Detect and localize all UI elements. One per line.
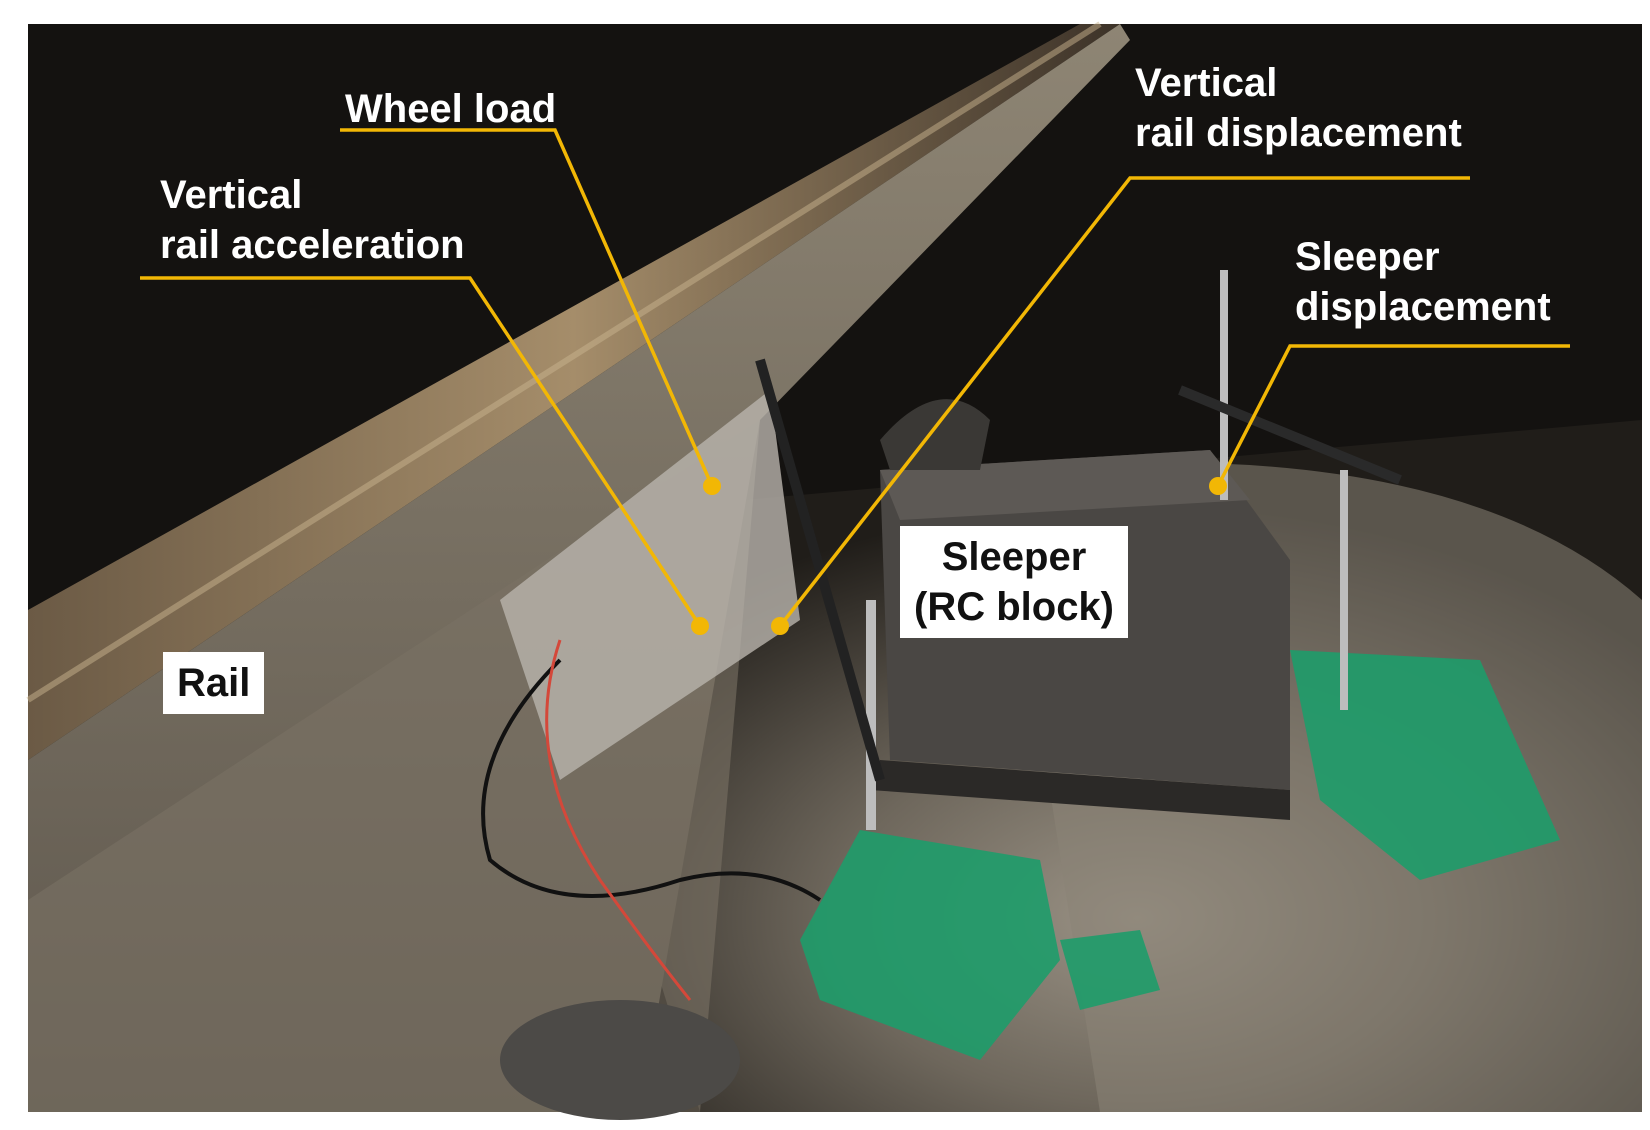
marker-dots [691,477,1227,635]
label-sleeper-line2: (RC block) [914,585,1114,629]
label-rail-acceleration-line1: Vertical [160,173,303,217]
marker-rail-acceleration [691,617,709,635]
leader-rail-displacement [778,176,1470,628]
marker-rail-displacement [771,617,789,635]
label-rail-displacement-line2: rail displacement [1135,111,1462,155]
bolt-foreground [500,1000,740,1120]
label-vertical-rail-acceleration: Vertical rail acceleration [160,170,465,270]
leader-rail-acceleration [140,276,702,627]
label-rail-text: Rail [177,661,251,705]
label-rail-displacement-line1: Vertical [1135,61,1278,105]
fastening-clip [880,399,990,470]
label-sleeper-rc-block: Sleeper (RC block) [900,526,1128,638]
label-wheel-load: Wheel load [345,84,556,134]
marker-sleeper-displacement [1209,477,1227,495]
leader-wheel-load [340,128,714,487]
sensor-rod [755,358,885,782]
sleeper-shadow [870,760,1290,820]
label-rail-acceleration-line2: rail acceleration [160,223,465,267]
label-vertical-rail-displacement: Vertical rail displacement [1135,58,1462,158]
sensor-stand-rail [866,600,876,830]
label-wheel-load-text: Wheel load [345,87,557,131]
metal-plate [500,390,800,780]
green-tape-left [800,830,1060,1060]
label-rail: Rail [163,652,265,714]
label-sleeper-displacement-line2: displacement [1295,285,1551,329]
cable-black [481,658,822,902]
green-tape-right [1290,650,1560,880]
leader-sleeper-displacement [1216,344,1570,487]
label-sleeper-displacement: Sleeper displacement [1295,232,1551,332]
sensor-arm [1178,385,1402,485]
rail-highlight [26,21,1102,703]
leader-lines [140,128,1570,628]
sensor-stand-right [1340,470,1348,710]
sensor-stand-sleeper [1220,270,1228,500]
marker-wheel-load [703,477,721,495]
green-tape-small [1060,930,1160,1010]
cable-red [545,639,692,1001]
label-sleeper-displacement-line1: Sleeper [1295,235,1440,279]
label-sleeper-line1: Sleeper [941,535,1087,579]
